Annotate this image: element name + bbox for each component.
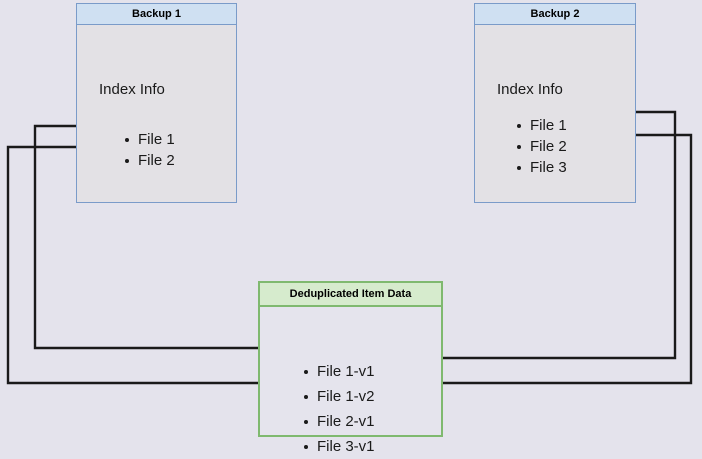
backup1-file-list: File 1 File 2 (123, 129, 175, 171)
list-item: File 2-v1 (302, 409, 375, 434)
backup2-file-list: File 1 File 2 File 3 (515, 115, 567, 178)
node-deduplicated-item-data[interactable]: Deduplicated Item Data File 1-v1 File 1-… (258, 281, 443, 455)
list-item: File 1-v2 (302, 384, 375, 409)
list-item: File 1-v1 (302, 359, 375, 384)
list-item: File 1 (123, 129, 175, 150)
backup1-index-info-label: Index Info (99, 81, 165, 98)
node-backup2-header: Backup 2 (475, 4, 635, 25)
list-item: File 1 (515, 115, 567, 136)
backup2-index-info-label: Index Info (497, 81, 563, 98)
dedup-item-list: File 1-v1 File 1-v2 File 2-v1 File 3-v1 (302, 359, 375, 459)
node-backup1-body: Index Info File 1 File 2 (77, 25, 236, 202)
list-item: File 2 (123, 150, 175, 171)
node-backup1[interactable]: Backup 1 Index Info File 1 File 2 (76, 3, 237, 203)
diagram-canvas: Backup 1 Index Info File 1 File 2 Backup… (6, 3, 693, 455)
list-item: File 3 (515, 157, 567, 178)
node-backup2[interactable]: Backup 2 Index Info File 1 File 2 File 3 (474, 3, 636, 203)
node-backup1-header: Backup 1 (77, 4, 236, 25)
node-dedup-header: Deduplicated Item Data (260, 283, 441, 307)
node-dedup-body: File 1-v1 File 1-v2 File 2-v1 File 3-v1 (260, 307, 441, 455)
list-item: File 3-v1 (302, 434, 375, 459)
list-item: File 2 (515, 136, 567, 157)
node-backup2-body: Index Info File 1 File 2 File 3 (475, 25, 635, 202)
